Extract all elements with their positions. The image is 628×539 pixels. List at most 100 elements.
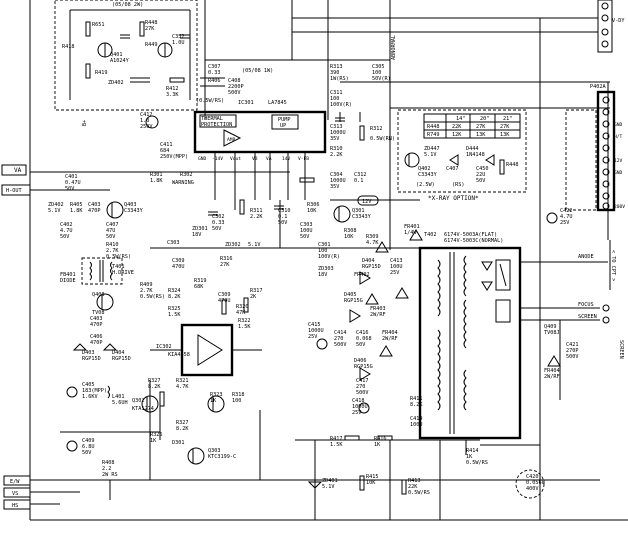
label-c421-volt: 500V	[566, 354, 579, 360]
label-d444: D444	[466, 146, 479, 152]
label-r416: R416	[374, 436, 387, 442]
label-q403: Q403	[124, 202, 137, 208]
label-fr404-val: 2W/RF	[382, 336, 398, 342]
label-q443: Q402	[418, 166, 431, 172]
label-c412-volt: 250V	[140, 124, 153, 130]
label-c401-volt: 50V	[65, 186, 74, 192]
connector-top-pin-1	[601, 2, 609, 10]
ic301-thermal-box	[199, 114, 237, 128]
label-c312: C312	[354, 172, 367, 178]
label-d404-part: RGP15D	[362, 264, 381, 270]
label-warning: WARNING	[172, 180, 194, 186]
label-r323-val: 1K	[210, 398, 217, 404]
label-r325-val: 1.5K	[168, 312, 181, 318]
label-r322: R322	[238, 318, 251, 324]
label-d401: D403	[82, 350, 95, 356]
label-fr405: FR404	[544, 368, 560, 374]
connector-label-gnd2: GND	[614, 170, 623, 176]
label-c308-val: 470U	[172, 264, 185, 270]
label-r405-val: 1.8K	[70, 208, 83, 214]
vertical-section: R301 1.8K R302 ZD301 18V C302 0.33 50V R…	[150, 172, 379, 278]
label-r417-val: 1.5K	[330, 442, 343, 448]
xray-table-r1c0: R749	[427, 132, 440, 138]
label-c419: C419	[410, 416, 423, 422]
flyback-t402: T402 6174V-5003A(FLAT) 6174V-5003C(NORMA…	[404, 224, 600, 466]
label-c415: C415	[308, 322, 321, 328]
label-d405: D405	[344, 292, 357, 298]
label-r320: R320	[236, 304, 249, 310]
label-r318: R318	[232, 392, 245, 398]
label-c416-volt: 50V	[356, 342, 365, 348]
label-c304-volt: 35V	[330, 184, 339, 190]
connector-pin-3	[602, 120, 610, 128]
signal-vs: VS	[12, 491, 18, 497]
label-d406-part: RGP15G	[354, 364, 373, 370]
label-r448: R448	[506, 162, 519, 168]
xray-option-title: *X-RAY OPTION*	[428, 195, 479, 202]
ic301-pin-7: V-FB	[298, 156, 309, 162]
label-zd402b: ZD402	[48, 202, 64, 208]
label-q302-part: KTA1274	[132, 406, 154, 412]
label-xray-note: (2.5W)	[416, 182, 435, 188]
ic301-pump-2: UP	[280, 123, 286, 129]
label-r327b-val: 8.2K	[176, 426, 189, 432]
label-c414-val: 270	[334, 336, 343, 342]
diode-d406-symbol	[359, 367, 371, 381]
rail-12v-tag	[357, 195, 379, 206]
label-abnormal: ABNORMAL	[391, 35, 397, 60]
cap-c422-symbol	[546, 212, 558, 224]
label-c415-volt: 25V	[308, 334, 317, 340]
label-r411-val: 8.2K	[410, 402, 423, 408]
transistor-q304-symbol	[207, 395, 225, 413]
label-q301-part: C3343Y	[352, 214, 372, 220]
label-c416: C416	[356, 330, 369, 336]
label-c417-volt: 500V	[356, 390, 369, 396]
ic301-amp	[223, 129, 242, 147]
label-note-2: (05/08 1W)	[242, 68, 273, 74]
xray-table-r1c1: 12K	[452, 132, 462, 138]
transistor-q303-symbol	[187, 447, 205, 465]
transformer-t401: T401 H.DRIVE FB401 DIODE Q408 TV08 R409 …	[60, 257, 165, 478]
deflection-protect-block: (05/08 2W) R651 R418 A1024Y Q401 R449 C3…	[54, 0, 198, 111]
warning-triangle-2-icon	[395, 287, 409, 299]
label-r416-val: 1K	[374, 442, 381, 448]
label-fr401-val: 1/4W	[404, 230, 417, 236]
label-r408-val: 2.2	[102, 466, 111, 472]
label-c418-val: 1000U	[352, 404, 368, 410]
label-c308: C309	[172, 258, 185, 264]
label-c411-volt: 250V(MPP)	[160, 154, 188, 160]
signal-hout-tag	[1, 184, 31, 196]
label-c406: C406	[90, 334, 103, 340]
label-c309: C309	[218, 292, 231, 298]
label-r406: R406	[208, 78, 221, 84]
label-r310-val: 2.2K	[330, 152, 343, 158]
label-q408-part: TV08	[92, 310, 105, 316]
transistor-q443-symbol	[404, 152, 420, 168]
label-r306-val: 10K	[307, 208, 317, 214]
label-c412: C412	[140, 112, 153, 118]
connector-pin-2	[602, 108, 610, 116]
diode-d444-symbol	[485, 154, 495, 166]
xray-table-r1c2: 13K	[476, 132, 486, 138]
label-fb401-val: DIODE	[60, 278, 76, 284]
label-c411-val: 684	[160, 148, 169, 154]
xray-table-h3: 21"	[503, 116, 512, 122]
label-c352-val: 1.0U	[172, 40, 185, 46]
diode-d402-symbol	[102, 343, 118, 351]
signal-ew-tag	[3, 475, 31, 486]
label-r410-pwr: 0.5W(RS)	[106, 254, 131, 260]
diode-d401-symbol	[72, 343, 88, 351]
connector-pin-4	[602, 132, 610, 140]
connector-pin-7	[602, 168, 610, 176]
label-c310: C310	[278, 208, 291, 214]
label-zd303: ZD303	[318, 266, 334, 272]
signal-to-cpt: < TO CPT >	[610, 250, 616, 281]
label-c401: C401	[65, 174, 78, 180]
label-r404: R409	[140, 282, 153, 288]
label-c302-volt: 50V	[212, 226, 221, 232]
label-zd447: ZD447	[424, 146, 440, 152]
connector-name: P402A	[590, 84, 606, 90]
ic301-top-components: C307 0.33 (05/08 1W) R406 C408 2200P 500…	[140, 64, 273, 160]
ic301-label: IC301	[238, 100, 254, 106]
